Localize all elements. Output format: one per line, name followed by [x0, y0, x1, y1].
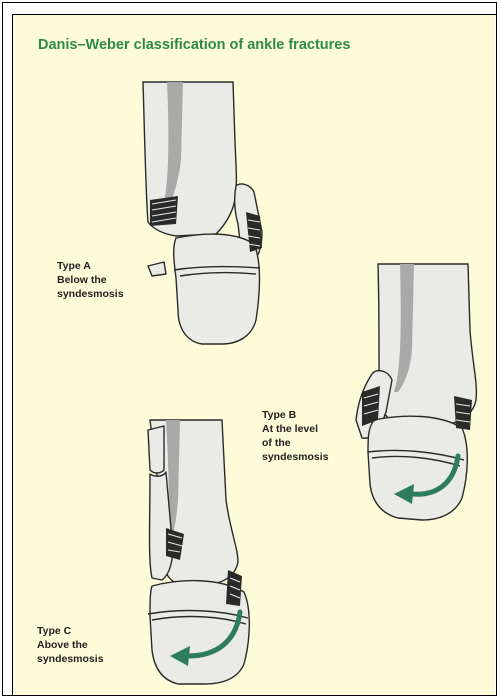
label-type-b: Type B At the level of the syndesmosis: [262, 408, 329, 464]
type-a-line1: Below the: [57, 273, 124, 287]
label-type-c: Type C Above the syndesmosis: [37, 624, 104, 666]
fibula-upper-type-c: [148, 426, 164, 473]
label-type-a: Type A Below the syndesmosis: [57, 259, 124, 301]
type-b-line1: At the level: [262, 422, 329, 436]
talus-type-a: [174, 234, 260, 344]
type-a-line2: syndesmosis: [57, 287, 124, 301]
type-b-title: Type B: [262, 408, 329, 422]
type-c-title: Type C: [37, 624, 104, 638]
figure-title: Danis–Weber classification of ankle frac…: [38, 37, 350, 53]
type-a-title: Type A: [57, 259, 124, 273]
type-c-line1: Above the: [37, 638, 104, 652]
type-b-line3: syndesmosis: [262, 450, 329, 464]
type-c-line2: syndesmosis: [37, 652, 104, 666]
talus-type-b: [368, 416, 467, 520]
type-b-line2: of the: [262, 436, 329, 450]
